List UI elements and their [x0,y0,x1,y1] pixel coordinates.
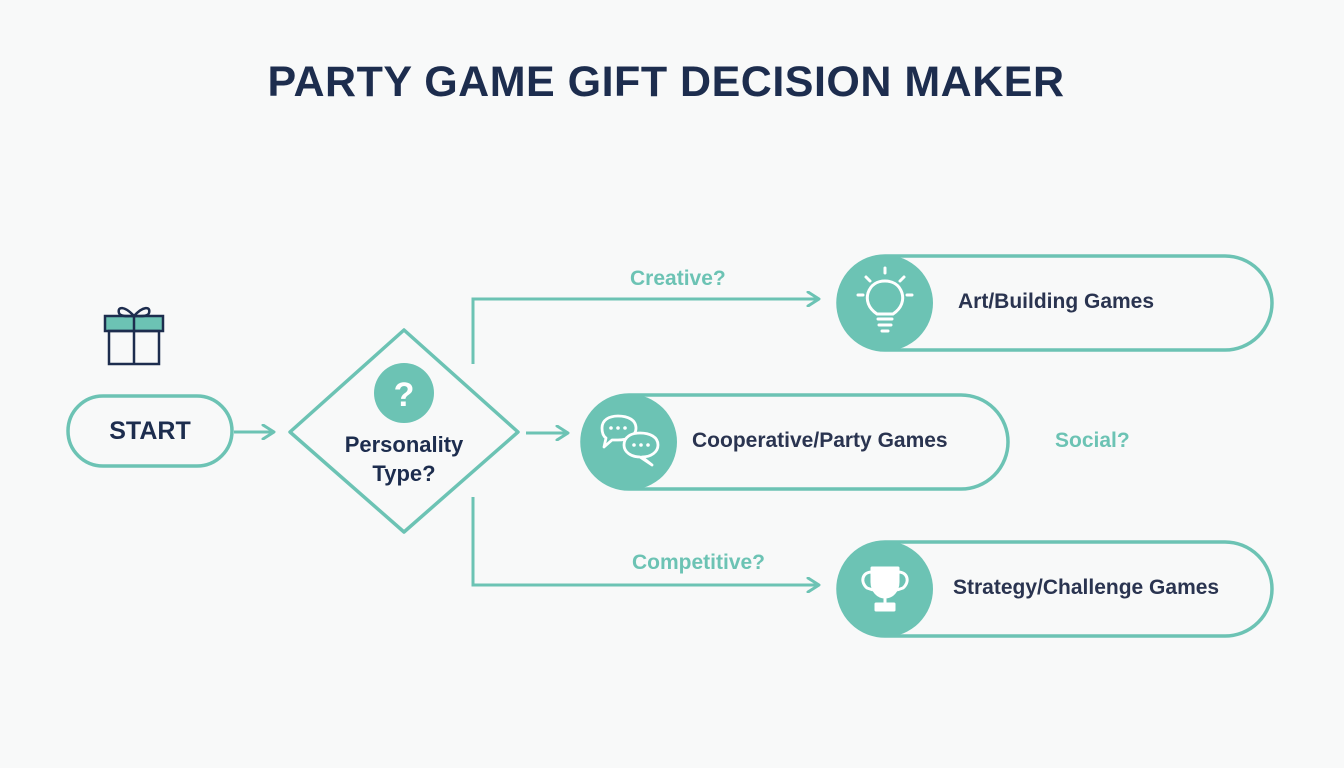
trophy-icon [861,566,909,612]
social-branch-label: Social? [1055,429,1130,452]
competitive-branch-label: Competitive? [632,551,766,574]
competitive-branch-line [471,497,818,585]
art-outcome-label: Art/Building Games [958,290,1155,313]
question-icon: ? [374,363,434,423]
coop-outcome-label: Cooperative/Party Games [692,429,948,452]
creative-branch-label: Creative? [630,267,726,290]
decision-label: Personality Type? [344,432,464,486]
strategy-outcome-label: Strategy/Challenge Games [953,576,1220,599]
chat-bubbles-icon [600,414,660,467]
creative-branch-line [471,299,818,364]
gift-icon [103,306,165,366]
start-label: START [109,417,191,445]
decision-diamond [288,328,520,534]
lightbulb-icon [856,266,914,333]
diagram-title: PARTY GAME GIFT DECISION MAKER [267,58,1065,106]
svg-text:?: ? [394,376,415,414]
start-node [66,394,234,468]
